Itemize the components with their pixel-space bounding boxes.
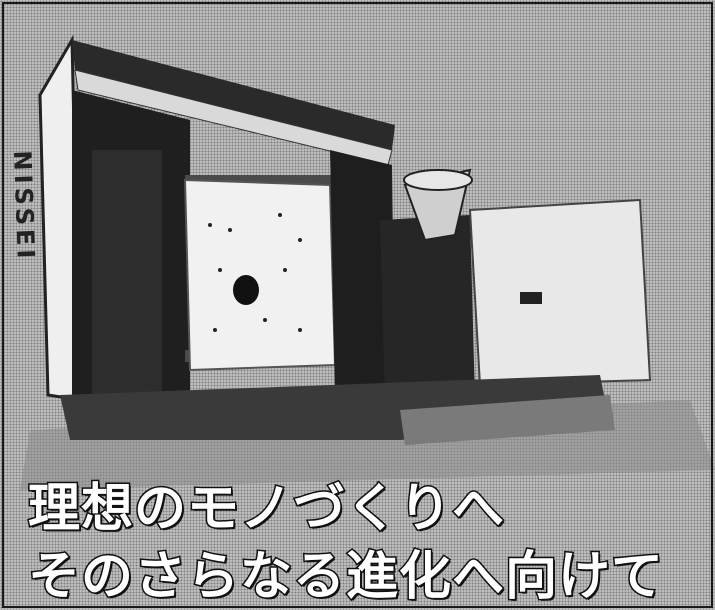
machine-top-beam	[72, 40, 395, 150]
injection-unit	[380, 215, 475, 405]
mold-platen	[183, 178, 337, 372]
mold-center-hole	[233, 275, 259, 305]
headline-line-2: そのさらなる進化へ向けて	[27, 546, 665, 609]
machine-brand-label: NISSEI	[8, 150, 40, 263]
brand-text: NISSEI	[8, 150, 40, 263]
headline-line-1: 理想のモノづくりへ	[27, 478, 506, 541]
control-cabinet	[468, 198, 652, 387]
